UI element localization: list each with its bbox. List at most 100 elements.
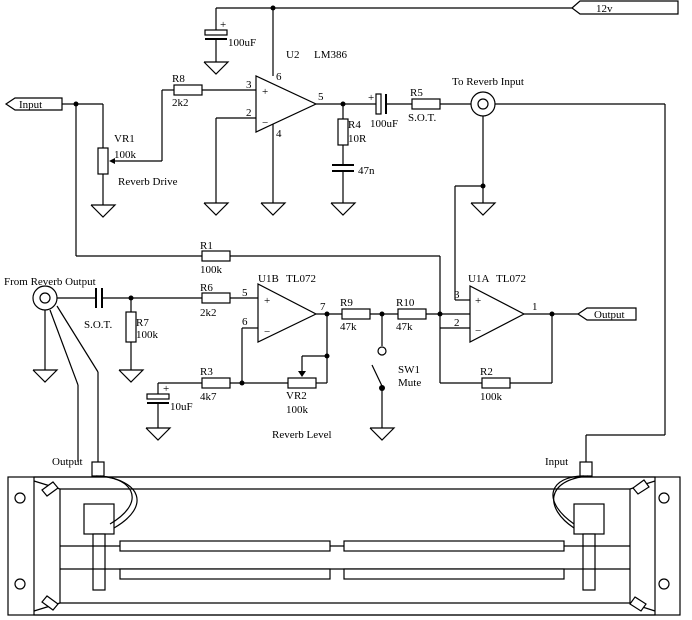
ground-symbol [260, 202, 287, 216]
r5-resistor: R5 S.O.T. [408, 87, 472, 124]
svg-text:R7: R7 [136, 317, 149, 329]
ground-symbol [369, 427, 396, 441]
screw-hole [14, 492, 26, 504]
tank-mount [629, 596, 647, 612]
svg-text:To Reverb Input: To Reverb Input [452, 76, 524, 88]
svg-text:−: − [264, 326, 270, 338]
r7-resistor: R7 100k [118, 298, 159, 383]
svg-text:2: 2 [454, 317, 460, 329]
svg-text:R9: R9 [340, 297, 353, 309]
svg-text:100k: 100k [286, 404, 309, 416]
svg-text:4: 4 [276, 128, 282, 140]
spring [119, 568, 331, 580]
r4-resistor: R4 10R [337, 104, 367, 165]
c10-capacitor: + 10uF [145, 383, 193, 441]
screw-hole [658, 578, 670, 590]
svg-text:S.O.T.: S.O.T. [84, 319, 112, 331]
zobel-capacitor: 47n [330, 164, 375, 216]
svg-text:−: − [262, 117, 268, 129]
svg-text:R8: R8 [172, 73, 185, 85]
svg-text:R5: R5 [410, 87, 423, 99]
svg-text:6: 6 [242, 316, 248, 328]
svg-text:2: 2 [246, 107, 252, 119]
svg-text:R10: R10 [396, 297, 415, 309]
ground-symbol [90, 204, 117, 218]
to-reverb-input-jack: To Reverb Input [452, 76, 666, 462]
svg-text:From Reverb Output: From Reverb Output [4, 276, 96, 288]
supply-capacitor: + 100uF [203, 19, 256, 75]
svg-text:100k: 100k [136, 329, 159, 341]
svg-text:+: + [368, 92, 374, 104]
tank-input-transducer [573, 503, 605, 535]
svg-text:U1B: U1B [258, 273, 279, 285]
r1-resistor: R1 100k [76, 240, 441, 316]
tank-input-connector [579, 461, 593, 477]
svg-text:R4: R4 [348, 119, 361, 131]
ground-symbol [203, 61, 230, 75]
sw1-mute-switch: SW1 Mute [369, 314, 421, 441]
r2-resistor: R2 100k [440, 314, 553, 403]
svg-text:TL072: TL072 [496, 273, 526, 285]
tank-inner-frame [33, 476, 656, 616]
svg-text:Reverb Level: Reverb Level [272, 429, 332, 441]
svg-text:100k: 100k [480, 391, 503, 403]
u2-lm386-amplifier: + − 3 2 5 6 4 U2 LM386 [203, 49, 348, 216]
input-port: Input [4, 97, 79, 111]
u1b-opamp: + − 5 6 7 U1B TL072 [239, 273, 326, 386]
ground-symbol [203, 202, 230, 216]
r10-resistor: R10 47k [396, 297, 470, 333]
sot-capacitor: S.O.T. [84, 288, 202, 331]
tank-output-transducer [83, 503, 115, 535]
svg-text:5: 5 [242, 287, 248, 299]
svg-text:−: − [475, 325, 481, 337]
svg-text:47n: 47n [358, 165, 375, 177]
r8-resistor: R8 2k2 [162, 73, 256, 109]
tank-output-connector [91, 461, 105, 477]
vr1-potentiometer: VR1 100k Reverb Drive [90, 90, 178, 218]
svg-text:VR2: VR2 [286, 390, 307, 402]
tank-input-label: Input [545, 456, 568, 468]
svg-text:+: + [264, 295, 270, 307]
svg-text:2k2: 2k2 [200, 307, 217, 319]
spring [343, 540, 565, 552]
svg-text:Mute: Mute [398, 377, 421, 389]
svg-text:2k2: 2k2 [172, 97, 189, 109]
svg-text:3: 3 [246, 79, 252, 91]
supply-12v-port [571, 0, 679, 15]
from-reverb-output-jack: From Reverb Output [4, 276, 99, 462]
tank-mount [41, 595, 59, 611]
ground-symbol [32, 369, 59, 383]
svg-text:U2: U2 [286, 49, 299, 61]
output-label: Output [594, 309, 625, 321]
u1a-opamp: + − 3 2 1 U1A TL072 [439, 273, 578, 383]
screw-hole [658, 492, 670, 504]
svg-text:U1A: U1A [468, 273, 489, 285]
tank-mount [632, 479, 650, 495]
svg-text:3: 3 [454, 289, 460, 301]
spring [343, 568, 565, 580]
r9-resistor: R9 47k [340, 297, 398, 333]
svg-text:+: + [163, 383, 169, 395]
svg-text:10R: 10R [348, 133, 367, 145]
output-port: Output [576, 307, 637, 321]
svg-text:+: + [220, 19, 226, 31]
svg-text:SW1: SW1 [398, 364, 420, 376]
vr2-potentiometer: VR2 100k Reverb Level [272, 314, 332, 441]
svg-text:100k: 100k [200, 264, 223, 276]
svg-text:7: 7 [320, 301, 326, 313]
svg-text:R2: R2 [480, 366, 493, 378]
svg-text:Reverb Drive: Reverb Drive [118, 176, 178, 188]
svg-text:S.O.T.: S.O.T. [408, 112, 436, 124]
r6-resistor: R6 2k2 [200, 282, 258, 319]
supply-rail: 12v [215, 0, 679, 76]
r3-resistor: R3 4k7 [158, 366, 288, 403]
svg-text:R6: R6 [200, 282, 213, 294]
svg-text:100k: 100k [114, 149, 137, 161]
svg-text:1: 1 [532, 301, 538, 313]
svg-text:+: + [475, 295, 481, 307]
supply-12v-label: 12v [596, 3, 613, 15]
spring [119, 540, 331, 552]
svg-text:10uF: 10uF [170, 401, 193, 413]
tank-mount [41, 481, 59, 497]
